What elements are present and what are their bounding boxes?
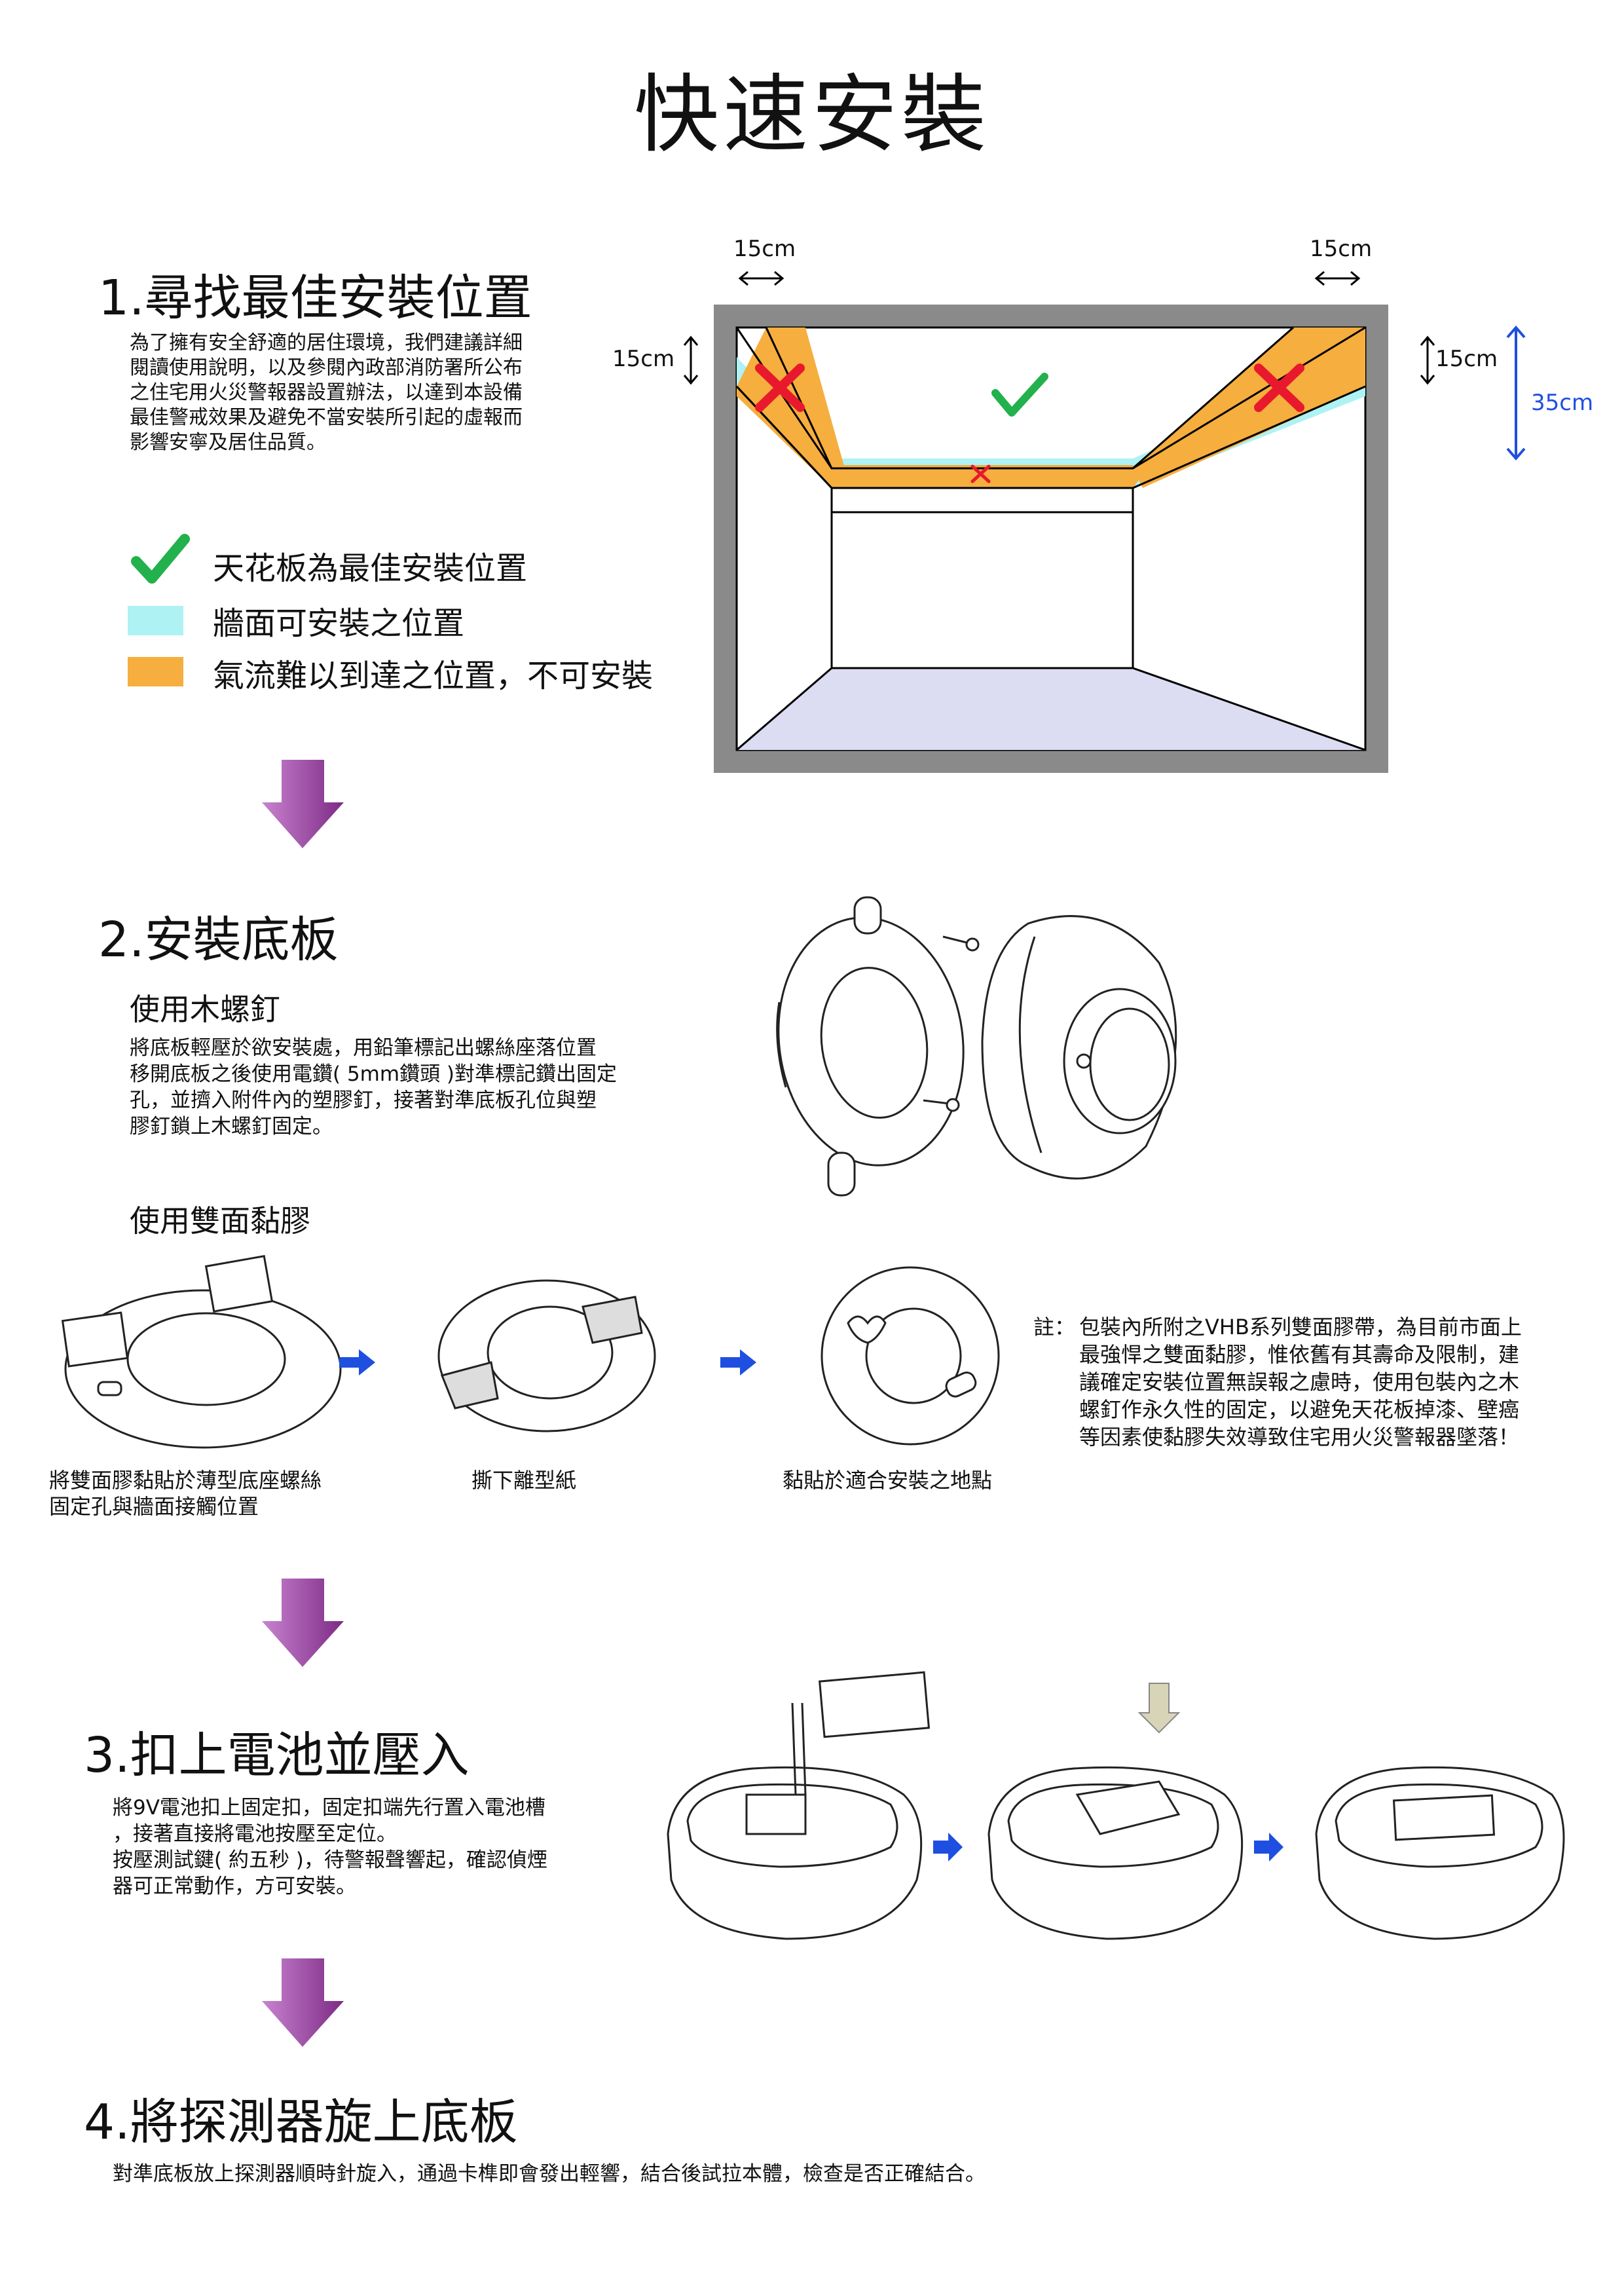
down-arrow-icon	[262, 1958, 344, 2047]
orange-swatch	[128, 657, 183, 686]
peel-liner-illustration	[437, 1279, 656, 1432]
down-arrow-icon	[262, 760, 344, 848]
caption-stick: 黏貼於適合安裝之地點	[783, 1468, 993, 1493]
page-title: 快速安裝	[633, 65, 990, 164]
caption-peel-liner: 撕下離型紙	[471, 1468, 577, 1493]
right-arrow-icon	[339, 1349, 375, 1375]
step4-heading: 4.將探測器旋上底板	[84, 2094, 518, 2150]
step2-body-screws: 將底板輕壓於欲安裝處，用鉛筆標記出螺絲座落位置 移開底板之後使用電鑽( 5mm鑽…	[130, 1036, 618, 1138]
step1-heading: 1.尋找最佳安裝位置	[98, 270, 532, 326]
dim-top-left: 15cm	[733, 236, 796, 262]
battery-install-illustration	[667, 1671, 1565, 1940]
step1-body: 為了擁有安全舒適的居住環境，我們建議詳細 閱讀使用說明，以及參閱內政部消防署所公…	[130, 331, 523, 454]
legend-wall-label: 牆面可安裝之位置	[213, 605, 465, 642]
step3-body: 將9V電池扣上固定扣，固定扣端先行置入電池槽 ，接著直接將電池按壓至定位。 按壓…	[113, 1796, 547, 1898]
step2-heading: 2.安裝底板	[98, 912, 339, 968]
right-arrow-icon	[720, 1349, 756, 1375]
room-diagram	[683, 271, 1526, 773]
plate-with-tape-illustration	[61, 1254, 342, 1449]
mounted-plate-illustration	[821, 1266, 1000, 1446]
dim-side-right: 15cm	[1435, 346, 1498, 372]
check-icon	[131, 534, 190, 584]
step4-body: 對準底板放上探測器順時針旋入，通過卡榫即會發出輕響，結合後試拉本體，檢查是否正確…	[113, 2162, 986, 2186]
step2-sub-screws: 使用木螺釘	[130, 992, 280, 1027]
dim-top-right: 15cm	[1310, 236, 1373, 262]
caption-apply-tape: 將雙面膠黏貼於薄型底座螺絲 固定孔與牆面接觸位置	[49, 1468, 322, 1519]
legend-forbidden-label: 氣流難以到達之位置，不可安裝	[213, 658, 654, 694]
dim-side-left: 15cm	[612, 346, 675, 372]
cyan-swatch	[128, 606, 183, 635]
dim-wall: 35cm	[1531, 390, 1594, 416]
base-plate-detector-illustration	[776, 896, 1177, 1197]
step3-heading: 3.扣上電池並壓入	[84, 1727, 470, 1784]
down-arrow-icon	[262, 1579, 344, 1667]
note-label: 註：	[1033, 1315, 1076, 1339]
note-text: 包裝內所附之VHB系列雙面膠帶，為目前市面上最強悍之雙面黏膠，惟依舊有其壽命及限…	[1079, 1315, 1522, 1450]
legend-ceiling-label: 天花板為最佳安裝位置	[213, 550, 528, 587]
step2-sub-tape: 使用雙面黏膠	[130, 1203, 310, 1239]
